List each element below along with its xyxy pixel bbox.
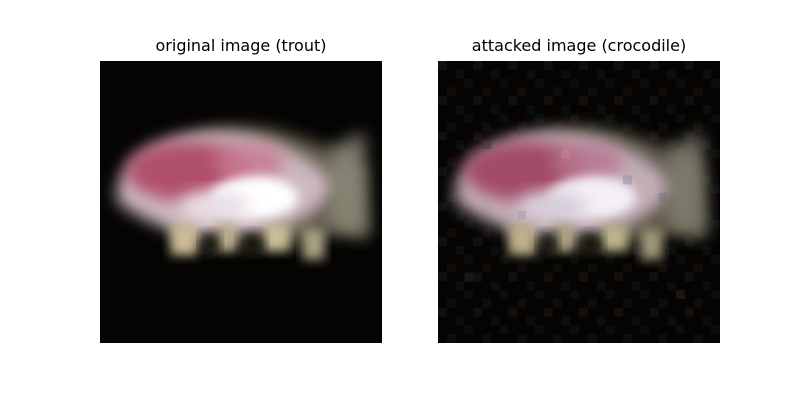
attacked-image (438, 61, 720, 343)
original-fish-picture (100, 61, 382, 343)
original-image (100, 61, 382, 343)
attacked-image-title: attacked image (crocodile) (471, 36, 687, 55)
original-image-title: original image (trout) (155, 36, 327, 55)
original-image-panel: original image (trout) (100, 0, 382, 400)
attacked-fish-picture (438, 61, 720, 343)
attacked-image-panel: attacked image (crocodile) (438, 0, 720, 400)
